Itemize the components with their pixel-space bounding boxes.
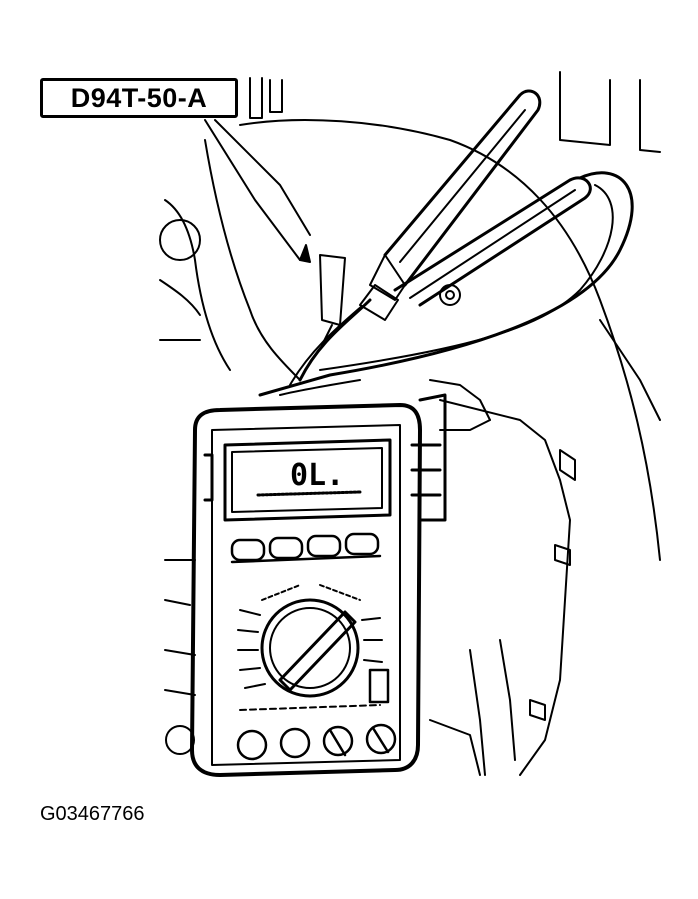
figure-id: G03467766	[40, 803, 145, 825]
callout-lines	[204, 119, 311, 263]
tool-label-text: D94T-50-A	[70, 82, 208, 113]
tool-label: D94T-50-A	[40, 78, 238, 118]
function-buttons	[230, 532, 382, 564]
multimeter-body	[190, 403, 422, 777]
lcd-reading: 0L.	[290, 458, 344, 493]
rotary-selector-dial	[237, 584, 390, 711]
input-jacks	[236, 723, 397, 761]
test-leads	[258, 89, 634, 397]
engine-background	[159, 71, 661, 776]
